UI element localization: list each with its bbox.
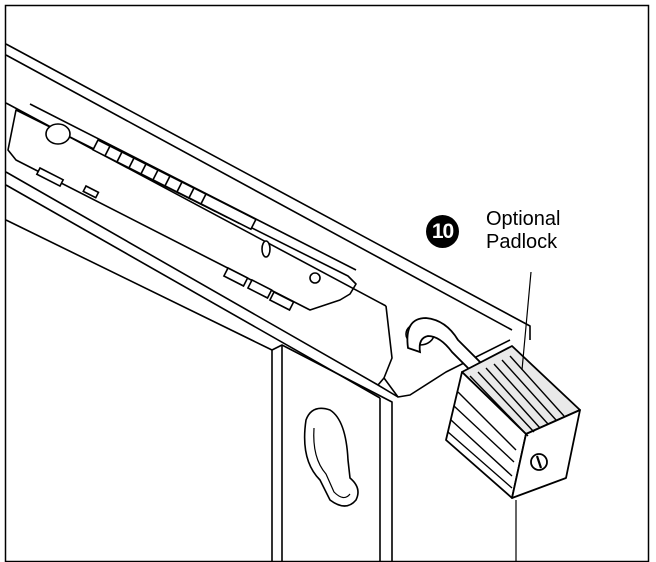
leader-line-top — [521, 271, 532, 371]
keyhole-cutout — [303, 407, 359, 507]
padlock-shackle — [406, 317, 482, 374]
chassis-right-end — [383, 305, 511, 398]
callout-label-line1: Optional — [486, 208, 561, 230]
small-slot — [268, 290, 295, 312]
chassis — [5, 43, 531, 562]
padlock-ribs — [447, 355, 565, 489]
chassis-top-edge-outer — [5, 43, 531, 340]
small-slot — [222, 266, 249, 288]
callout-number-badge: 10 — [426, 215, 459, 248]
padlock-key-slot — [535, 455, 543, 469]
mount-hole — [45, 123, 71, 145]
chassis-front-top-edge — [5, 171, 399, 398]
padlock — [445, 345, 581, 499]
round-hole — [309, 272, 321, 284]
callout-label: Optional Padlock — [486, 208, 561, 254]
callout-label-line2: Padlock — [486, 231, 558, 253]
padlock-body-front — [511, 409, 581, 499]
small-slot — [35, 166, 65, 188]
chassis-top-edge-inner — [5, 54, 513, 331]
oval-hole — [261, 240, 271, 258]
small-slot — [82, 184, 100, 199]
front-panel-edge — [5, 219, 393, 562]
vent-tray-outline — [7, 109, 357, 311]
vent-slot — [199, 192, 257, 231]
vent-slots — [35, 123, 435, 346]
small-slot — [246, 278, 273, 300]
chassis-top-rim — [5, 184, 381, 399]
keyhole-inner — [313, 427, 351, 499]
chassis-corner — [377, 377, 385, 386]
